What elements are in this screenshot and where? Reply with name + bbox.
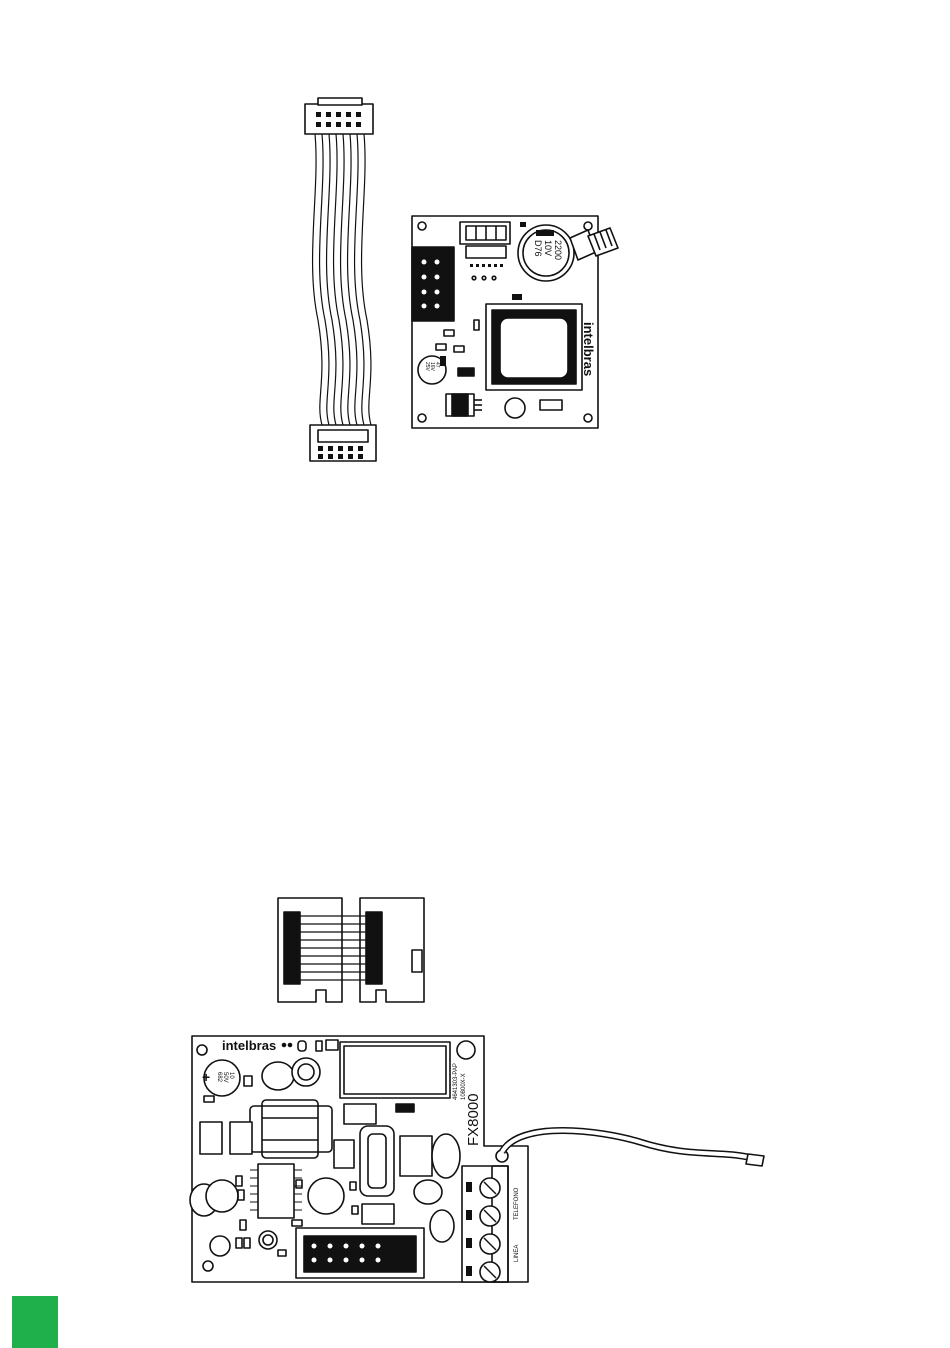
fx8000-relay	[340, 1042, 450, 1098]
fx8000-transformer	[250, 1100, 332, 1158]
fx8000-brand-logo: intelbras	[222, 1038, 276, 1053]
fx8000-ic	[250, 1164, 302, 1218]
fx8000-inductor	[400, 1134, 460, 1178]
terminal-label-linea: LINEA	[514, 1245, 520, 1262]
fx8000-header-connector	[296, 1228, 424, 1278]
gsm-cap-label-1: 2200	[553, 240, 563, 260]
fx8000-crystal	[360, 1126, 394, 1196]
page-marker-tab	[12, 1296, 58, 1348]
gsm-small-cap-label-3: 25V	[424, 362, 430, 372]
fx8000-model-label: FX8000	[465, 1093, 482, 1146]
fx8000-board: intelbras 4641303-PAP 10800X-X FX8000 + …	[190, 1036, 764, 1282]
svg-text:+: +	[202, 1069, 210, 1085]
gsm-big-capacitor: 2200 10V D76	[518, 225, 574, 281]
cable-top-connector	[305, 104, 373, 134]
fx8000-cap-label-3: 682	[216, 1072, 222, 1083]
short-ribbon-connector	[278, 898, 424, 1002]
gsm-brand-logo: intelbras	[581, 322, 596, 376]
gsm-header-connector	[412, 247, 454, 321]
gsm-cap-label-3: D76	[533, 240, 543, 257]
fx8000-part-number-1: 4641303-PAP	[453, 1063, 459, 1100]
terminal-label-telefono: TELEFONO	[514, 1187, 520, 1220]
fx8000-ground-wire	[496, 1131, 764, 1167]
gsm-small-capacitor: 47 16V 25V	[418, 356, 446, 384]
gsm-module-board: 2200 10V D76 intelbras 47 16V 25V	[412, 216, 618, 428]
gsm-cap-label-2: 10V	[543, 240, 553, 256]
ribbon-cable	[305, 98, 376, 461]
